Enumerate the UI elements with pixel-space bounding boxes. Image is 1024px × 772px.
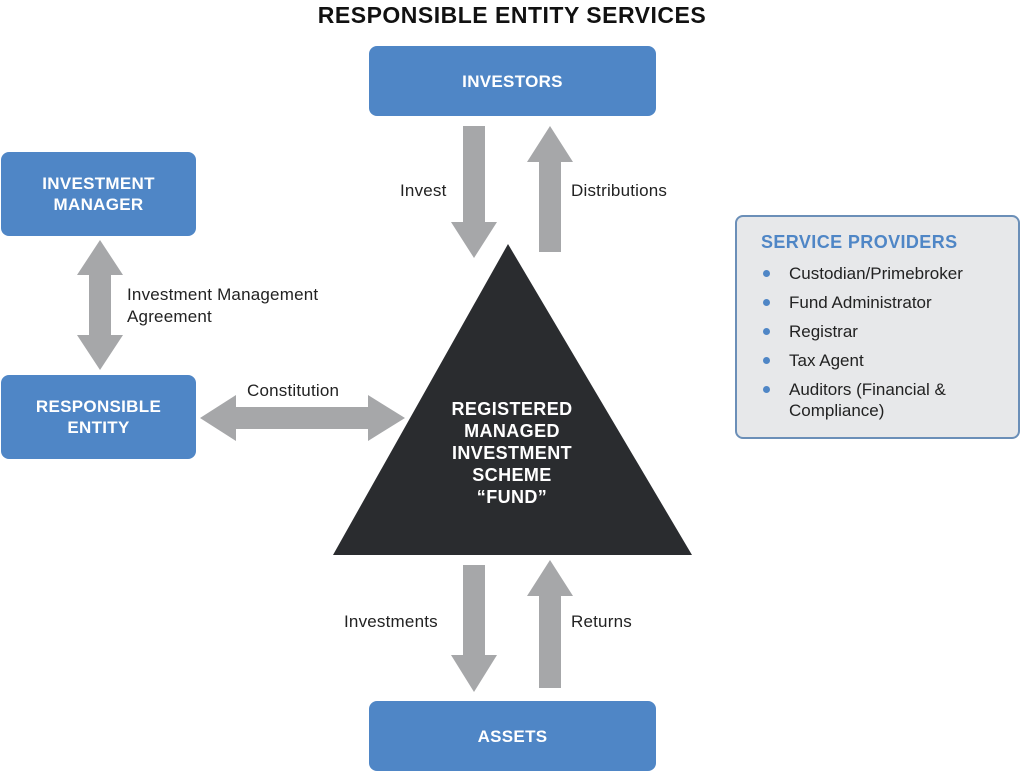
responsible-entity-label-line1: RESPONSIBLE [35,397,162,416]
invest-label: Invest [400,181,447,200]
fund-label-line5: “FUND” [476,487,548,507]
fund-label-line1: REGISTERED [451,399,573,419]
fund-triangle [333,244,692,555]
service-providers-title: SERVICE PROVIDERS [761,232,958,252]
service-providers-panel: SERVICE PROVIDERS Custodian/Primebroker … [735,215,1020,439]
investors-box: INVESTORS [369,46,656,116]
fund-label: REGISTERED MANAGED INVESTMENT SCHEME “FU… [412,398,612,508]
list-item: Custodian/Primebroker [761,263,1011,284]
invest-arrow [451,126,497,258]
list-item: Auditors (Financial & Compliance) [761,379,1011,421]
investors-label: INVESTORS [462,71,563,91]
service-providers-list: Custodian/Primebroker Fund Administrator… [761,263,1011,429]
distributions-arrow [527,126,573,252]
service-provider-tax-agent: Tax Agent [789,351,864,370]
fund-label-line4: SCHEME [472,465,552,485]
service-provider-registrar: Registrar [789,322,858,341]
fund-label-line2: MANAGED [464,421,560,441]
list-item: Registrar [761,321,1011,342]
service-provider-fund-administrator: Fund Administrator [789,293,932,312]
assets-label: ASSETS [477,726,548,746]
bullet-icon [763,328,770,335]
bullet-icon [763,299,770,306]
distributions-label: Distributions [571,181,668,200]
ima-double-arrow [77,240,123,370]
bullet-icon [763,270,770,277]
list-item: Fund Administrator [761,292,1011,313]
ima-label-line1: Investment Management [127,285,319,304]
diagram-title: RESPONSIBLE ENTITY SERVICES [317,2,707,28]
responsible-entity-label-line2: ENTITY [67,418,130,437]
service-provider-custodian: Custodian/Primebroker [789,264,963,283]
service-provider-auditors: Auditors (Financial & Compliance) [789,380,946,420]
constitution-double-arrow [200,395,405,441]
assets-box: ASSETS [369,701,656,771]
constitution-label: Constitution [247,381,340,400]
responsible-entity-box: RESPONSIBLE ENTITY [1,375,196,459]
investment-manager-box: INVESTMENT MANAGER [1,152,196,236]
investment-manager-label-line2: MANAGER [53,195,144,214]
bullet-icon [763,357,770,364]
ima-label: Investment Management Agreement [127,284,367,328]
investment-manager-label-line1: INVESTMENT [42,174,155,193]
ima-label-line2: Agreement [127,307,212,326]
fund-label-line3: INVESTMENT [451,443,572,463]
returns-arrow [527,560,573,688]
bullet-icon [763,386,770,393]
investments-arrow [451,565,497,692]
list-item: Tax Agent [761,350,1011,371]
returns-label: Returns [571,612,632,631]
investments-label: Investments [344,612,438,631]
